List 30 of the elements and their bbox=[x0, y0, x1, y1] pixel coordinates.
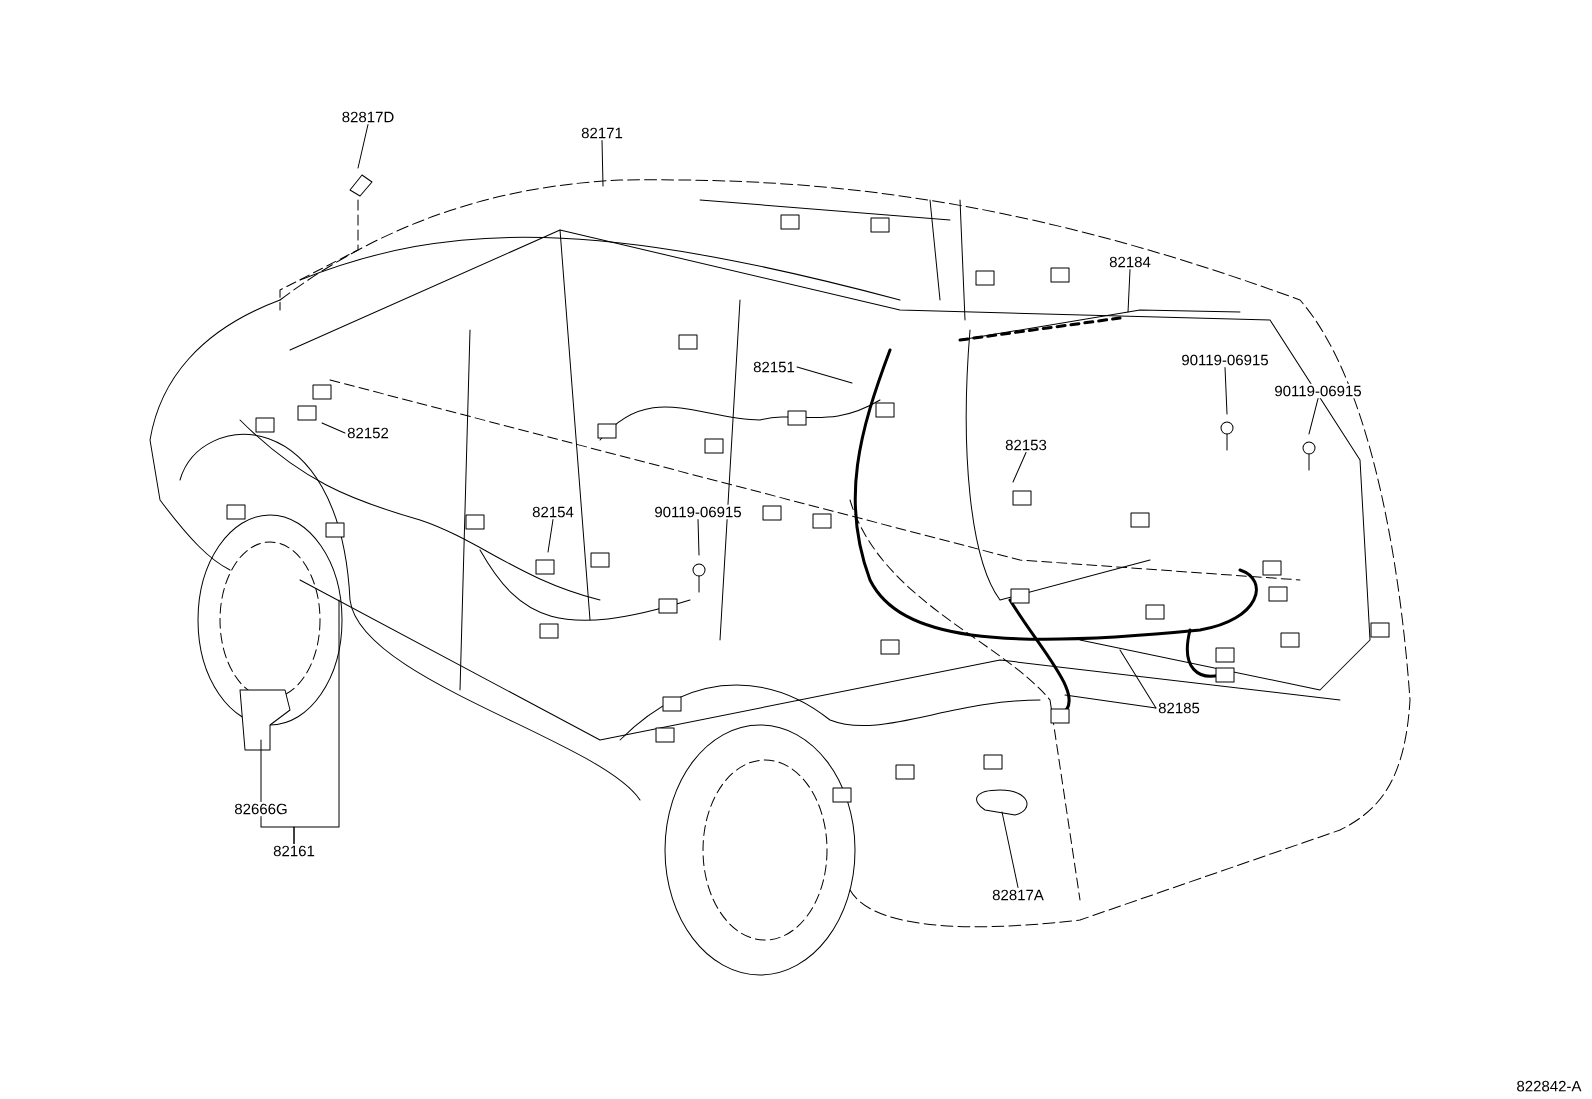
part-number: 82152 bbox=[345, 425, 391, 441]
part-number: 90119-06915 bbox=[1272, 383, 1364, 399]
leader-line bbox=[1224, 367, 1228, 415]
leader-line bbox=[1308, 398, 1319, 435]
leader-line bbox=[260, 739, 262, 802]
leader-line bbox=[1001, 811, 1019, 888]
leader-line bbox=[547, 519, 554, 553]
leader-line bbox=[260, 816, 295, 844]
part-number: 82153 bbox=[1003, 437, 1049, 453]
leader-line bbox=[1012, 452, 1027, 483]
leader-line bbox=[697, 519, 700, 556]
leader-line bbox=[601, 140, 604, 187]
leader-line bbox=[1127, 269, 1131, 313]
part-number: 82817D bbox=[339, 109, 397, 125]
part-number: 82184 bbox=[1107, 254, 1153, 270]
leader-line bbox=[357, 124, 369, 169]
part-number: 82185 bbox=[1156, 700, 1202, 716]
leader-line bbox=[321, 422, 346, 434]
part-number: 90119-06915 bbox=[652, 504, 744, 520]
part-number: 82666G bbox=[232, 801, 290, 817]
leader-line bbox=[796, 366, 853, 384]
leader-line bbox=[1119, 649, 1157, 709]
part-number: 90119-06915 bbox=[1179, 352, 1271, 368]
drawing-number: 822842-A bbox=[1517, 1080, 1582, 1092]
part-number: 82151 bbox=[751, 359, 797, 375]
part-number: 82817A bbox=[990, 887, 1046, 903]
part-number: 82161 bbox=[271, 843, 317, 859]
part-number: 82154 bbox=[530, 504, 576, 520]
leader-line bbox=[1064, 694, 1157, 709]
part-number: 82171 bbox=[579, 125, 625, 141]
